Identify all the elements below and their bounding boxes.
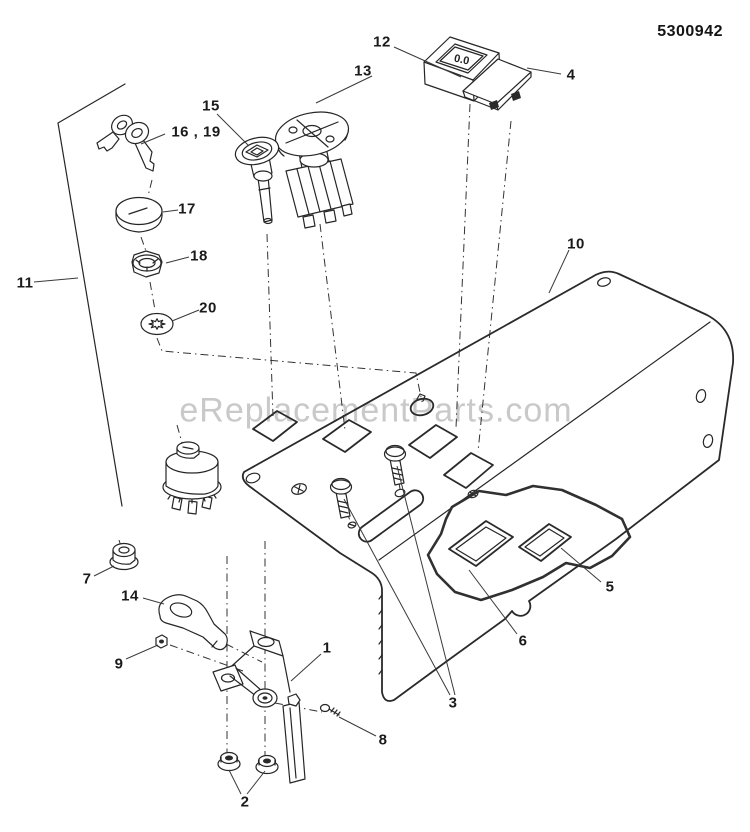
hex-nut: [131, 250, 163, 278]
mounting-bolts: [329, 444, 407, 519]
ignition-switch-hole: [409, 393, 435, 417]
flange-nut: [109, 542, 139, 571]
pto-switch: [274, 111, 354, 229]
switch-slots: [252, 410, 494, 489]
callout-9: 9: [114, 655, 124, 673]
flange-lock-nuts: [217, 751, 279, 775]
callout-1: 1: [322, 639, 332, 657]
callout-12: 12: [373, 33, 391, 51]
callout-3: 3: [448, 694, 458, 712]
ignition-switch-body: [162, 441, 222, 515]
callout-4: 4: [566, 66, 576, 84]
callout-20: 20: [199, 299, 217, 317]
small-nut: [155, 634, 168, 649]
small-screw: [319, 703, 341, 717]
callout-10: 10: [567, 235, 585, 253]
control-bracket: [212, 630, 306, 784]
part-number: 5300942: [657, 23, 723, 40]
decal-outline: [426, 484, 632, 602]
callout-14: 14: [121, 587, 139, 605]
stem-switch: [234, 136, 280, 225]
callout-16-19: 16 , 19: [171, 123, 221, 141]
console-panel: [241, 270, 734, 702]
cover-plate: [462, 58, 532, 111]
callout-18: 18: [190, 247, 208, 265]
decal-window-5: [518, 523, 572, 562]
decal-window-6: [448, 520, 514, 567]
star-washer: [140, 312, 174, 336]
lever-slot: [357, 489, 425, 543]
callout-6: 6: [518, 632, 528, 650]
callout-8: 8: [378, 731, 388, 749]
keys: [96, 114, 155, 172]
assembly-group-line: [57, 83, 126, 507]
key-cap: [115, 196, 163, 233]
hour-meter-display: 0.0: [453, 53, 470, 68]
callout-17: 17: [178, 200, 196, 218]
callout-7: 7: [82, 570, 92, 588]
leader-lines: [33, 46, 602, 795]
callout-11: 11: [16, 274, 34, 292]
callout-5: 5: [605, 578, 615, 596]
callout-2: 2: [240, 793, 250, 811]
callout-15: 15: [202, 97, 220, 115]
callout-13: 13: [354, 62, 372, 80]
lever: [158, 594, 228, 651]
